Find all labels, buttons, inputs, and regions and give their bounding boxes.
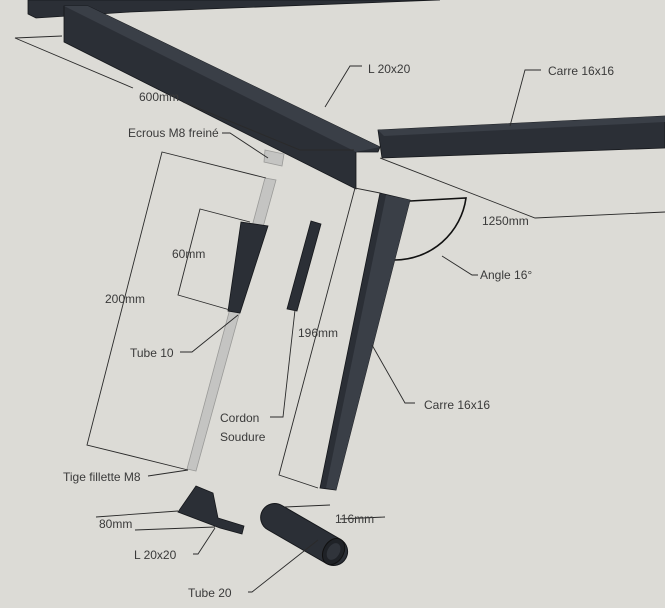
tube-10 (227, 221, 269, 314)
dim-80mm: 80mm (99, 517, 132, 531)
label-carre-top: Carre 16x16 (548, 64, 614, 78)
l-profile-small (177, 485, 245, 535)
weld-bead (286, 220, 322, 312)
threaded-rod (186, 177, 277, 472)
label-l-20x20-bottom: L 20x20 (134, 548, 177, 562)
dim-600mm: 600mm (139, 90, 179, 104)
angle-arc (394, 197, 467, 261)
label-angle: Angle 16° (480, 268, 532, 282)
dim-116mm: 116mm (335, 512, 374, 526)
label-l-20x20-top: L 20x20 (368, 62, 411, 76)
label-tige: Tige fillette M8 (63, 470, 141, 484)
dimension-lines (14, 35, 665, 593)
label-carre-vertical: Carre 16x16 (424, 398, 490, 412)
label-tube-20: Tube 20 (188, 586, 232, 600)
tube-20 (260, 503, 349, 566)
square-tube-horizontal (377, 115, 665, 159)
square-tube-vertical (319, 192, 411, 491)
dim-196mm: 196mm (298, 326, 338, 340)
label-soudure: Soudure (220, 430, 266, 444)
lock-nut (263, 149, 285, 167)
dim-1250mm: 1250mm (482, 214, 529, 228)
dim-60mm: 60mm (172, 247, 205, 261)
label-cordon: Cordon (220, 411, 259, 425)
label-tube-10: Tube 10 (130, 346, 174, 360)
label-ecrous: Ecrous M8 freiné (128, 126, 219, 140)
l-profile-bar-top (63, 5, 381, 190)
dim-200mm: 200mm (105, 292, 145, 306)
